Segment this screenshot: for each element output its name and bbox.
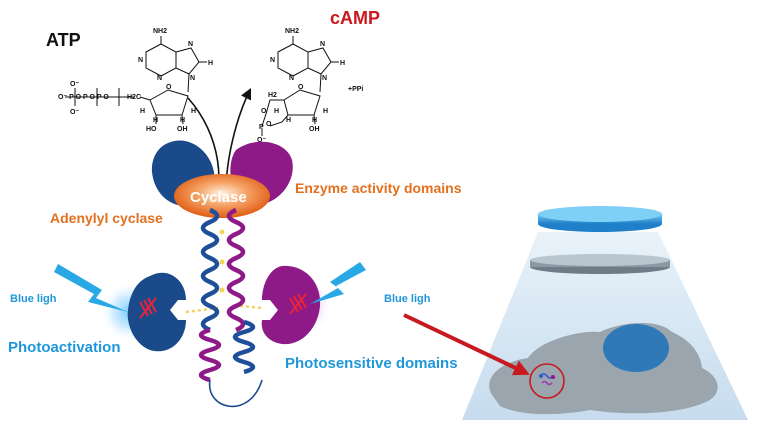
- atp-nh2: NH2: [153, 28, 167, 35]
- dish-lid: [538, 206, 662, 232]
- dish-base: [530, 254, 670, 274]
- atp-h-c3: H: [180, 117, 185, 124]
- enzyme-activity-domains-label: Enzyme activity domains: [295, 180, 462, 196]
- camp-n7: N: [320, 41, 325, 48]
- atp-h-right: H: [191, 108, 196, 115]
- camp-h8: H: [340, 60, 345, 67]
- cyclase-active-site: [174, 174, 270, 218]
- camp-n3: N: [289, 75, 294, 82]
- blue-light-left-label: Blue ligh: [10, 293, 57, 305]
- atp-ho: HO: [146, 126, 157, 133]
- photosensitive-domain-blue: [127, 272, 186, 352]
- chromophore-left: [139, 297, 157, 319]
- atp-o-minus-top: O⁻: [70, 81, 79, 88]
- atp-n9: N: [190, 75, 195, 82]
- atp-h2c: H2C: [127, 94, 141, 101]
- photoactivation-label: Photoactivation: [8, 339, 121, 356]
- camp-bridge-oxygen: O: [261, 108, 267, 115]
- camp-h-c3: H: [312, 117, 317, 124]
- atp-structure: [65, 36, 207, 125]
- photosensitive-domain-purple: [261, 265, 321, 345]
- atp-h-left: H: [140, 108, 145, 115]
- adenylyl-cyclase-protein: [100, 140, 332, 408]
- camp-n1: N: [270, 57, 275, 64]
- culture-dish-illustration: [403, 206, 748, 420]
- atp-atom-labels: NH2 N N N N H O⁻ P O P O P O O⁻ O⁻ H2C O…: [58, 28, 213, 133]
- atp-ring-oxygen: O: [166, 84, 172, 91]
- helix-stalk-purple: [226, 207, 246, 333]
- camp-nh2: NH2: [285, 28, 299, 35]
- atp-h8: H: [208, 60, 213, 67]
- atp-n7: N: [188, 41, 193, 48]
- cyclase-label: Cyclase: [190, 189, 247, 206]
- camp-o-double: O: [266, 121, 272, 128]
- camp-h-left: H: [274, 108, 279, 115]
- camp-label: cAMP: [330, 8, 381, 28]
- camp-structure: [261, 36, 339, 136]
- atp-h-c2: H: [153, 117, 158, 124]
- membrane-loop: [209, 379, 263, 408]
- camp-oh: OH: [309, 126, 320, 133]
- cell-nucleus: [603, 324, 669, 372]
- atp-oh: OH: [177, 126, 188, 133]
- atp-o-minus-bottom: O⁻: [70, 109, 79, 116]
- atp-phosphate-chain: O⁻ P O P O P O: [58, 94, 109, 101]
- adenylyl-cyclase-label: Adenylyl cyclase: [50, 210, 163, 226]
- atp-n1: N: [138, 57, 143, 64]
- camp-ppi: +PPi: [348, 86, 363, 93]
- blue-light-bolt-left: [54, 264, 128, 312]
- blue-light-bolt-right: [310, 262, 366, 304]
- blue-light-right-label: Blue ligh: [384, 293, 431, 305]
- camp-o-minus: O⁻: [257, 137, 266, 144]
- camp-atom-labels: NH2 N N N N H +PPi H2 O O P O O⁻ H H H H…: [257, 28, 363, 144]
- camp-h-c2: H: [286, 117, 291, 124]
- zoom-arrow: [403, 313, 530, 376]
- photosensitive-domains-label: Photosensitive domains: [285, 355, 458, 372]
- helix-lower-blue: [232, 319, 256, 375]
- camp-ring-oxygen: O: [298, 84, 304, 91]
- chromophore-right: [289, 293, 307, 315]
- camp-phosphorus: P: [259, 124, 264, 131]
- atp-n3: N: [157, 75, 162, 82]
- camp-n9: N: [322, 75, 327, 82]
- magnified-protein-highlight: [529, 363, 565, 399]
- helix-stalk-blue: [200, 207, 220, 333]
- camp-h-right: H: [323, 108, 328, 115]
- helix-lower-purple: [198, 327, 222, 383]
- camp-h2: H2: [268, 92, 277, 99]
- atp-label: ATP: [46, 30, 81, 50]
